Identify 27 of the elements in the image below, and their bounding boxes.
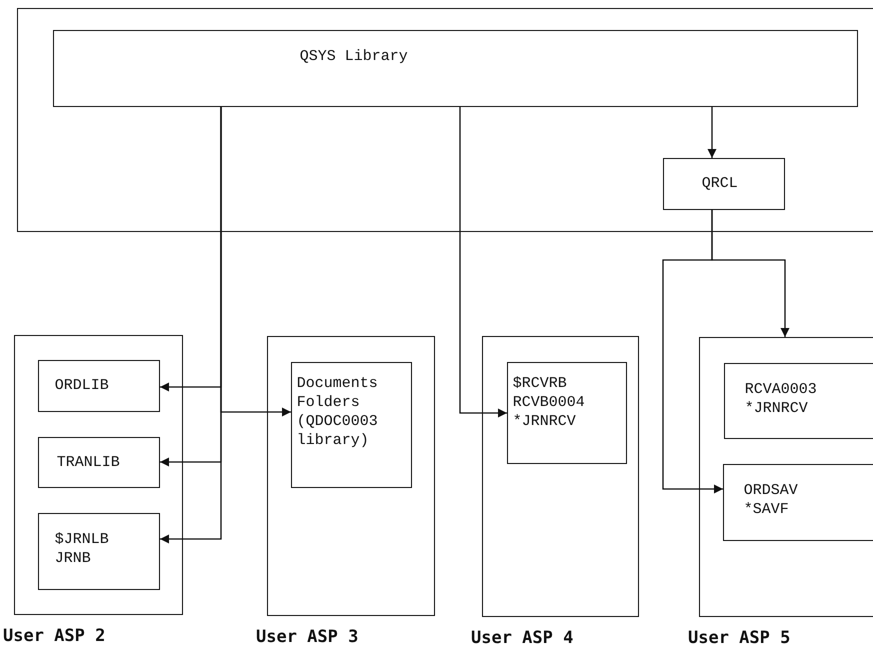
arrow: [220, 107, 291, 416]
node-label: ORDLIB: [54, 376, 109, 395]
library-box: [724, 362, 873, 439]
library-box: [52, 30, 858, 107]
library-box: [722, 464, 873, 541]
pool-label: User ASP 4: [471, 628, 574, 648]
library-box: [38, 436, 160, 488]
pool-label: User ASP 2: [3, 626, 106, 646]
node-label: RCVA0003 *JRNRCV: [744, 380, 818, 418]
arrow: [662, 210, 723, 494]
library-box: [662, 158, 785, 210]
pool-label: User ASP 5: [688, 628, 790, 648]
arrow: [459, 107, 507, 418]
arrow: [708, 107, 716, 158]
system-pool-box: [17, 8, 873, 232]
node-label: $JRNLB JRNB: [54, 530, 110, 568]
node-label: TRANLIB: [56, 452, 120, 472]
library-box: [38, 360, 160, 412]
library-box: [290, 362, 412, 488]
node-label: Documents Folders (QDOC0003 library): [296, 374, 379, 450]
library-box: [506, 362, 627, 464]
node-label: ORDSAV *SAVF: [744, 480, 799, 519]
node-label: QSYS Library: [300, 46, 408, 66]
node-label: QRCL: [702, 174, 738, 193]
node-label: $RCVRB RCVB0004 *JRNRCV: [512, 374, 586, 431]
library-box: [38, 512, 160, 590]
pool-label: User ASP 3: [256, 627, 358, 647]
